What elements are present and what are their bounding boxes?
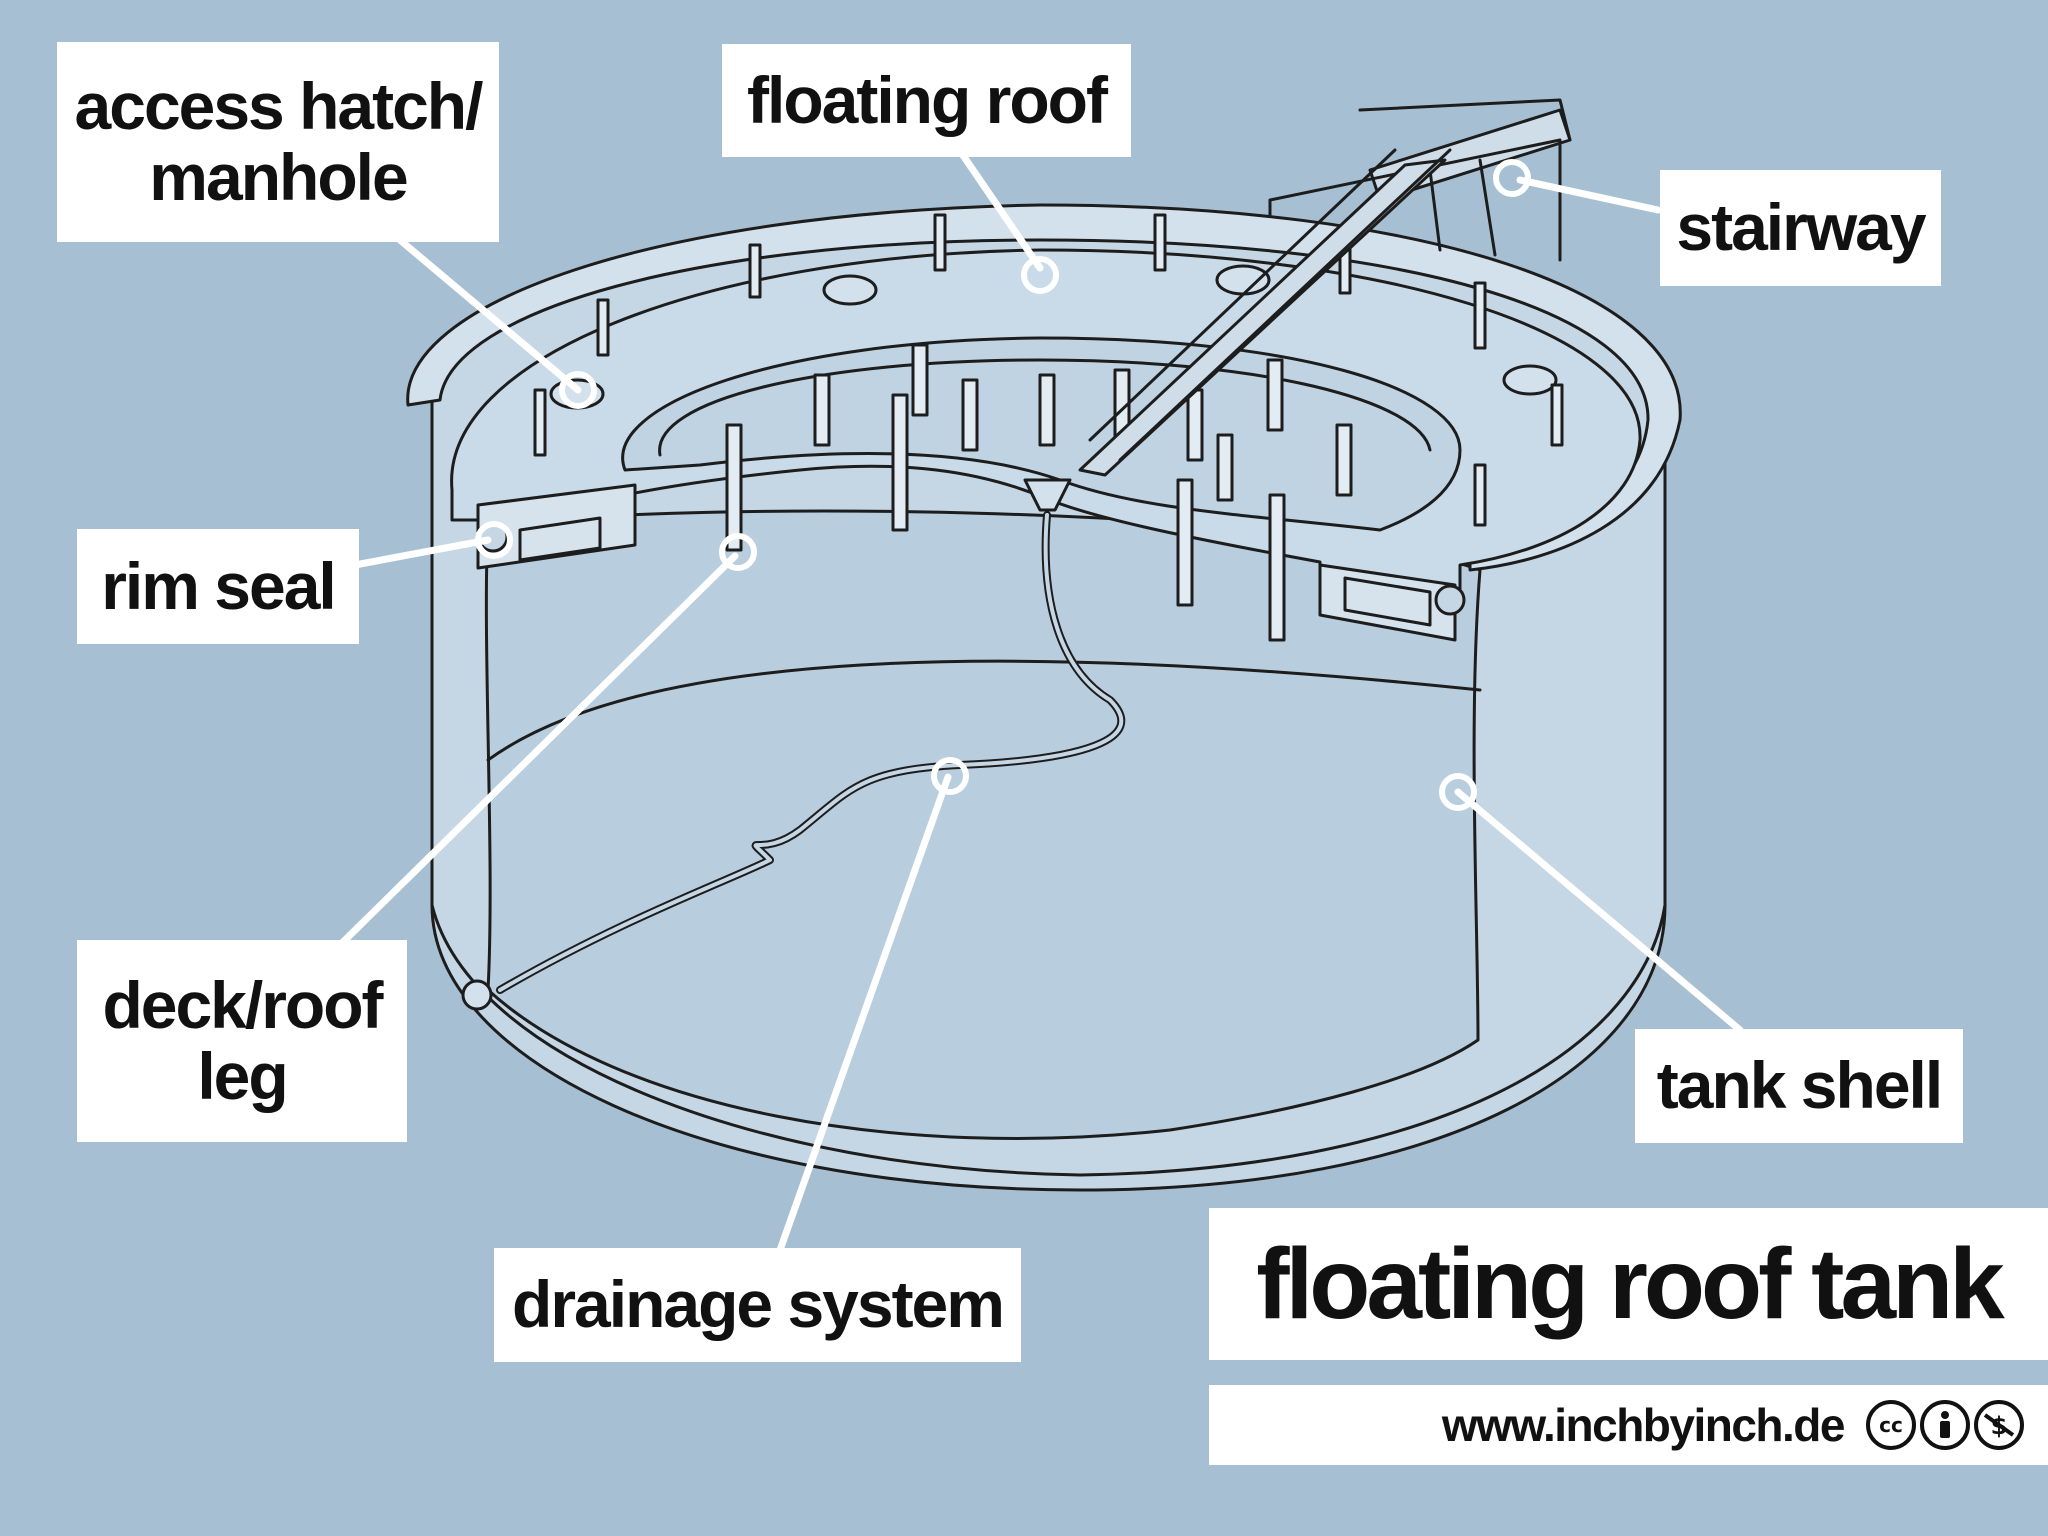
hatch-3	[1215, 264, 1271, 296]
rim-seal-right	[1434, 584, 1466, 616]
cc-icon: cc	[1866, 1400, 1916, 1450]
pontoon-right-inner	[1343, 576, 1432, 627]
website-link[interactable]: www.inchbyinch.de	[1441, 1399, 1846, 1451]
deck-inner-ring-2	[658, 358, 1432, 457]
label-drainage-system: drainage system	[494, 1248, 1021, 1362]
stair-flight-rail	[1088, 148, 1452, 462]
hatch-2	[822, 274, 878, 306]
tank-bottom-curve	[430, 903, 1667, 1177]
label-rim-seal: rim seal	[77, 529, 359, 644]
pontoon-left-inner	[518, 516, 602, 562]
label-deck-roof-leg-line2: leg	[197, 1039, 288, 1113]
stair-tower	[1268, 138, 1562, 262]
drain-outlet	[461, 979, 493, 1011]
hatch-4	[1502, 364, 1558, 396]
label-deck-roof-leg-line1: deck/roof	[102, 967, 383, 1042]
drain-hose-core	[498, 513, 1124, 992]
by-icon	[1920, 1400, 1970, 1450]
label-floating-roof: floating roof	[722, 44, 1131, 157]
leader-lines	[336, 144, 1744, 1254]
label-access-hatch: access hatch/ manhole	[57, 42, 499, 242]
leader-dots	[475, 159, 1531, 811]
diagram-title: floating roof tank	[1209, 1208, 2048, 1360]
no-dollar-icon: $	[1983, 1412, 2015, 1440]
pontoon-right	[1318, 563, 1457, 642]
license-badges: cc $	[1866, 1400, 2024, 1450]
label-tank-shell: tank shell	[1635, 1029, 1963, 1143]
label-access-hatch-line2: manhole	[149, 140, 408, 214]
drain-funnel	[1023, 478, 1072, 512]
label-deck-roof-leg: deck/roof leg	[77, 940, 407, 1142]
person-icon	[1940, 1411, 1950, 1438]
label-stairway: stairway	[1660, 170, 1941, 286]
footer-bar: www.inchbyinch.de cc $	[1209, 1385, 2048, 1465]
deck-legs-long	[725, 343, 1353, 642]
nc-icon: $	[1974, 1400, 2024, 1450]
deck-legs-outer	[533, 213, 1564, 527]
label-access-hatch-line1: access hatch/	[74, 68, 484, 143]
stair-rail-top	[1358, 98, 1572, 142]
